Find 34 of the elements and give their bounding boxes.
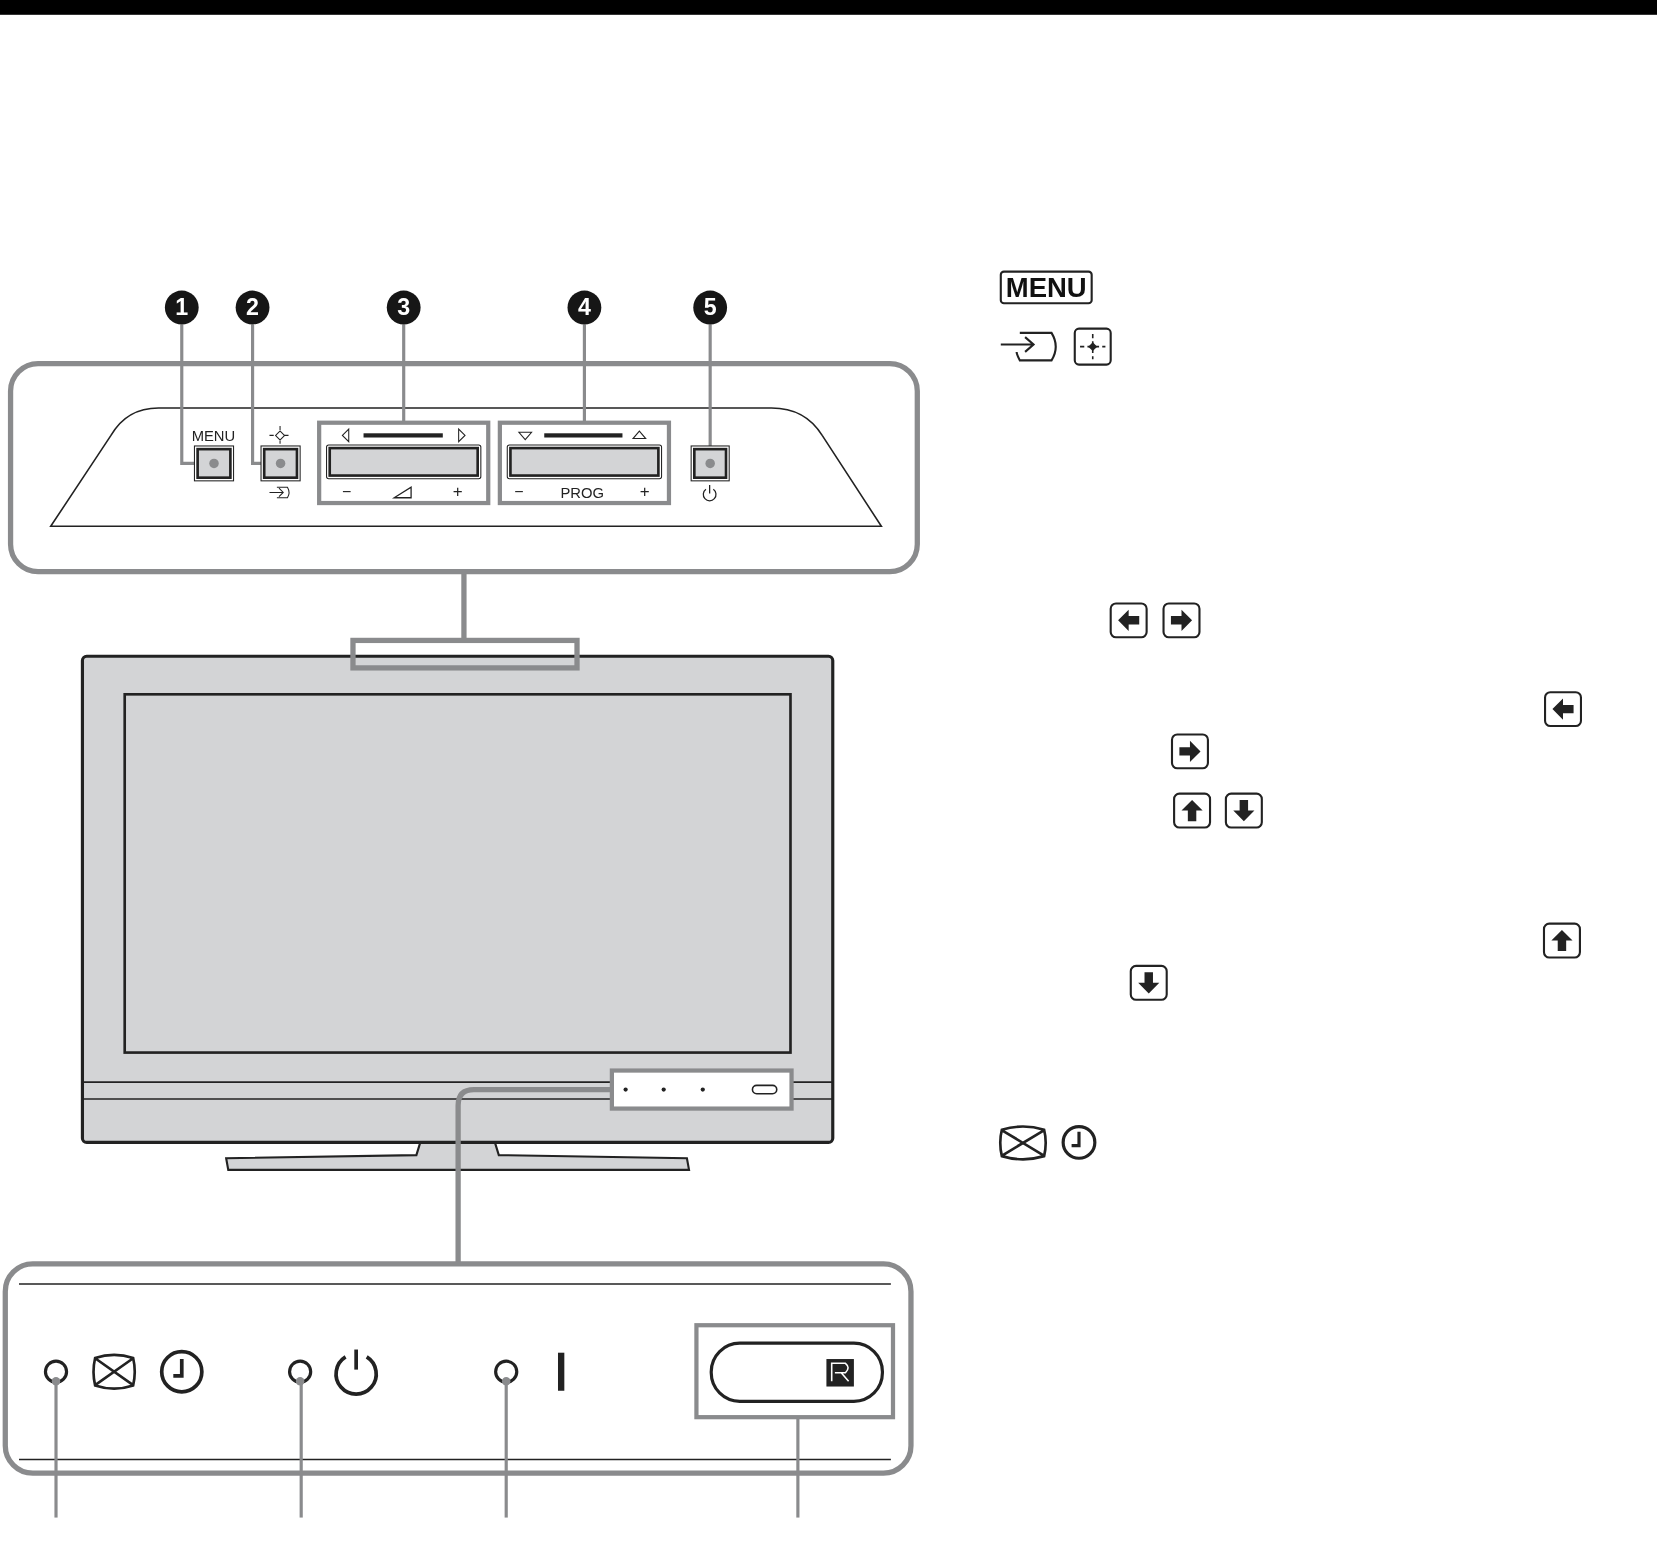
- power-button: [690, 445, 730, 482]
- indicator-led: [43, 1359, 69, 1386]
- menu-button: [193, 445, 235, 482]
- menu-key-symbol: MENU: [999, 270, 1093, 305]
- sign-label: +: [451, 481, 464, 501]
- button-label: MENU: [190, 426, 237, 444]
- remote-sensor-window: [694, 1323, 896, 1420]
- leader-line: [708, 324, 712, 446]
- indicator-strip: [609, 1068, 794, 1111]
- zoom-frame: [7, 360, 920, 575]
- callout-number: 2: [235, 290, 270, 325]
- callout-number: 5: [693, 290, 728, 325]
- channel-rocker: [497, 420, 672, 506]
- leader-line: [54, 1382, 58, 1518]
- input-button: [260, 445, 301, 482]
- volume-rocker: [317, 420, 491, 506]
- highlight-frame: [350, 637, 580, 671]
- leader-line: [582, 324, 586, 423]
- button-label: PROG: [559, 484, 606, 501]
- sign-label: −: [341, 481, 353, 500]
- leader-line: [299, 1382, 303, 1518]
- indicator-led: [287, 1359, 313, 1386]
- leader-line: [504, 1382, 508, 1518]
- sign-label: −: [513, 481, 525, 500]
- callout-number: 1: [164, 290, 199, 325]
- indicator-led: [494, 1359, 519, 1386]
- leader-line: [180, 324, 195, 465]
- callout-number: 3: [386, 290, 421, 325]
- sign-label: +: [638, 481, 651, 501]
- leader-line: [251, 324, 262, 465]
- leader-line: [402, 324, 406, 423]
- callout-number: 4: [567, 290, 602, 325]
- zoom-frame: [2, 1261, 914, 1476]
- zoom-connector: [461, 571, 467, 641]
